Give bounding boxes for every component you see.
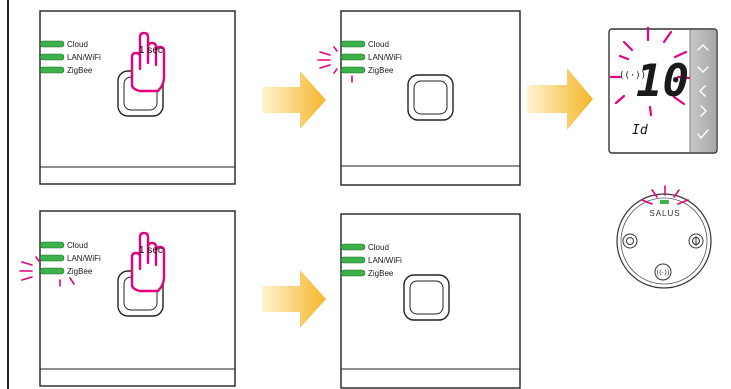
press-duration-label: 1 sec: [139, 45, 163, 56]
label-zigbee: ZigBee: [67, 66, 93, 75]
label-lan-wifi: LAN/WiFi: [368, 256, 402, 265]
led-lan-wifi: [340, 256, 366, 264]
thermostat-device: ((·)) 10 Id: [608, 26, 718, 154]
hand-press-icon: [130, 31, 166, 93]
label-cloud: Cloud: [67, 40, 88, 49]
left-arrow-icon: [699, 85, 706, 97]
brand-logo: SALUS: [649, 209, 680, 218]
display-value: 10: [636, 56, 689, 107]
arrow-right-icon: [262, 71, 326, 129]
display-id-label: Id: [632, 123, 648, 138]
blink-indicator: [19, 256, 75, 287]
led-cloud: [340, 243, 366, 251]
led-zigbee: [39, 267, 65, 275]
hub-panel-1: Cloud LAN/WiFi ZigBee 1 sec: [39, 10, 236, 185]
led-cloud: [39, 40, 65, 48]
blink-indicator: [317, 46, 353, 83]
label-cloud: Cloud: [368, 243, 389, 252]
hub-panel-3: Cloud LAN/WiFi ZigBee 1 sec: [19, 210, 236, 387]
blink-indicator: [609, 26, 691, 117]
led-cloud: [39, 241, 65, 249]
sensor-led: [660, 200, 669, 204]
arrow-right-icon: [262, 270, 326, 328]
label-zigbee: ZigBee: [67, 267, 93, 276]
led-lan-wifi: [340, 53, 366, 61]
led-lan-wifi: [39, 53, 65, 61]
round-sensor-device: SALUS ((·)): [616, 185, 712, 289]
check-icon: [697, 129, 709, 140]
led-lan-wifi: [39, 254, 65, 262]
pairing-button[interactable]: ((·)): [654, 263, 672, 281]
label-lan-wifi: LAN/WiFi: [368, 53, 402, 62]
label-zigbee: ZigBee: [368, 269, 394, 278]
label-zigbee: ZigBee: [368, 66, 394, 75]
press-duration-label: 1 sec: [139, 245, 163, 256]
down-arrow-icon: [697, 66, 709, 73]
right-arrow-icon: [700, 105, 707, 117]
antenna-icon: ((·)): [619, 71, 646, 81]
right-button[interactable]: [688, 233, 704, 249]
hub-panel-4: Cloud LAN/WiFi ZigBee: [340, 213, 521, 389]
label-lan-wifi: LAN/WiFi: [67, 53, 101, 62]
label-lan-wifi: LAN/WiFi: [67, 254, 101, 263]
up-arrow-icon: [697, 44, 709, 51]
blink-indicator: [641, 185, 689, 205]
led-zigbee: [340, 269, 366, 277]
led-zigbee: [39, 66, 65, 74]
hand-press-icon: [130, 231, 166, 293]
label-cloud: Cloud: [67, 241, 88, 250]
left-button[interactable]: [622, 233, 638, 249]
antenna-icon: ((·)): [656, 269, 669, 277]
led-cloud: [340, 40, 366, 48]
label-cloud: Cloud: [368, 40, 389, 49]
led-zigbee: [340, 66, 366, 74]
hub-panel-2: Cloud LAN/WiFi ZigBee: [317, 10, 521, 186]
arrow-right-icon: [527, 68, 593, 130]
